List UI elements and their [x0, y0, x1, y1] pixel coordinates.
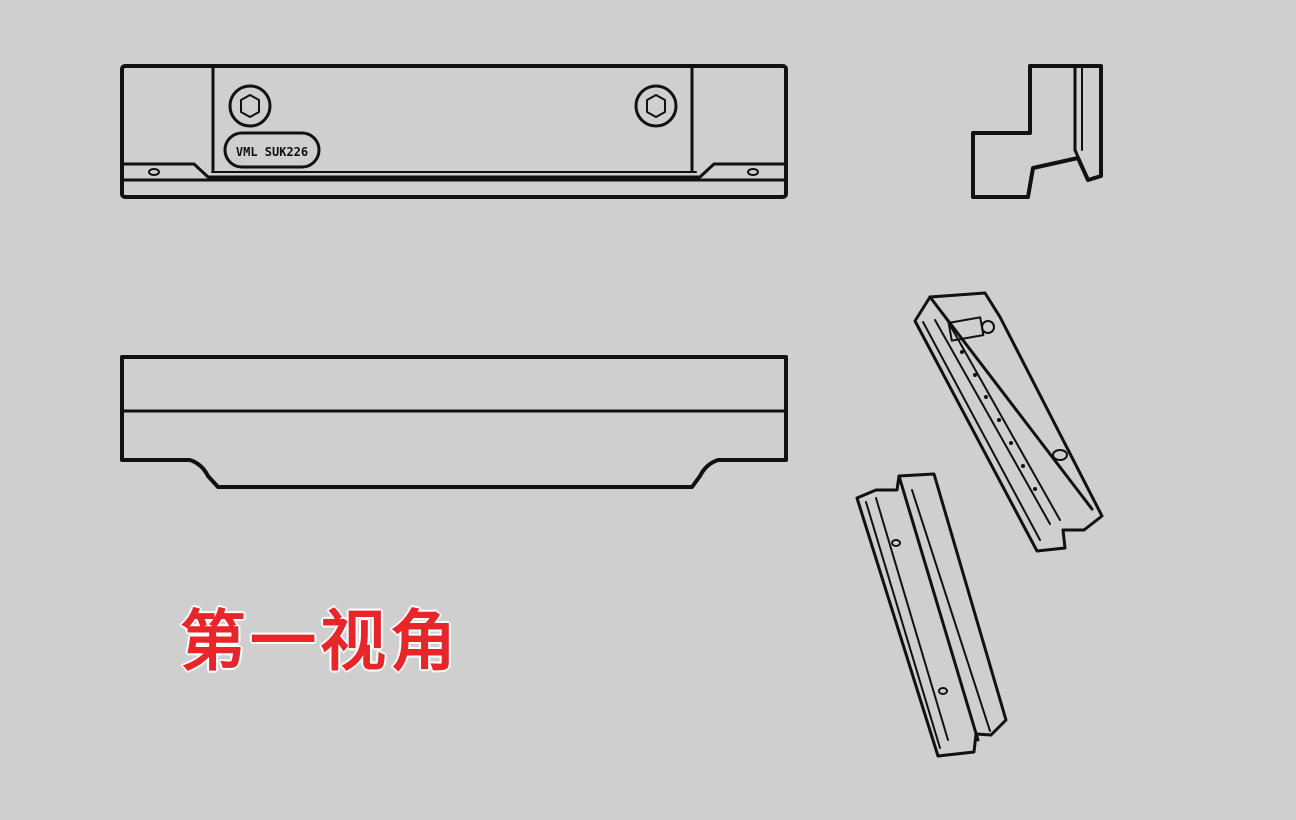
- view-caption: 第一视角: [179, 602, 460, 681]
- front-view: VML SUK226: [120, 64, 788, 199]
- isometric-view-top: [913, 291, 1104, 553]
- socket-screw-left: [228, 84, 272, 128]
- isometric-view-bottom: [855, 472, 1008, 758]
- side-view: [971, 64, 1103, 199]
- socket-screw-right: [634, 84, 678, 128]
- part-engraving-text: VML SUK226: [236, 145, 308, 159]
- bottom-view: [120, 355, 788, 489]
